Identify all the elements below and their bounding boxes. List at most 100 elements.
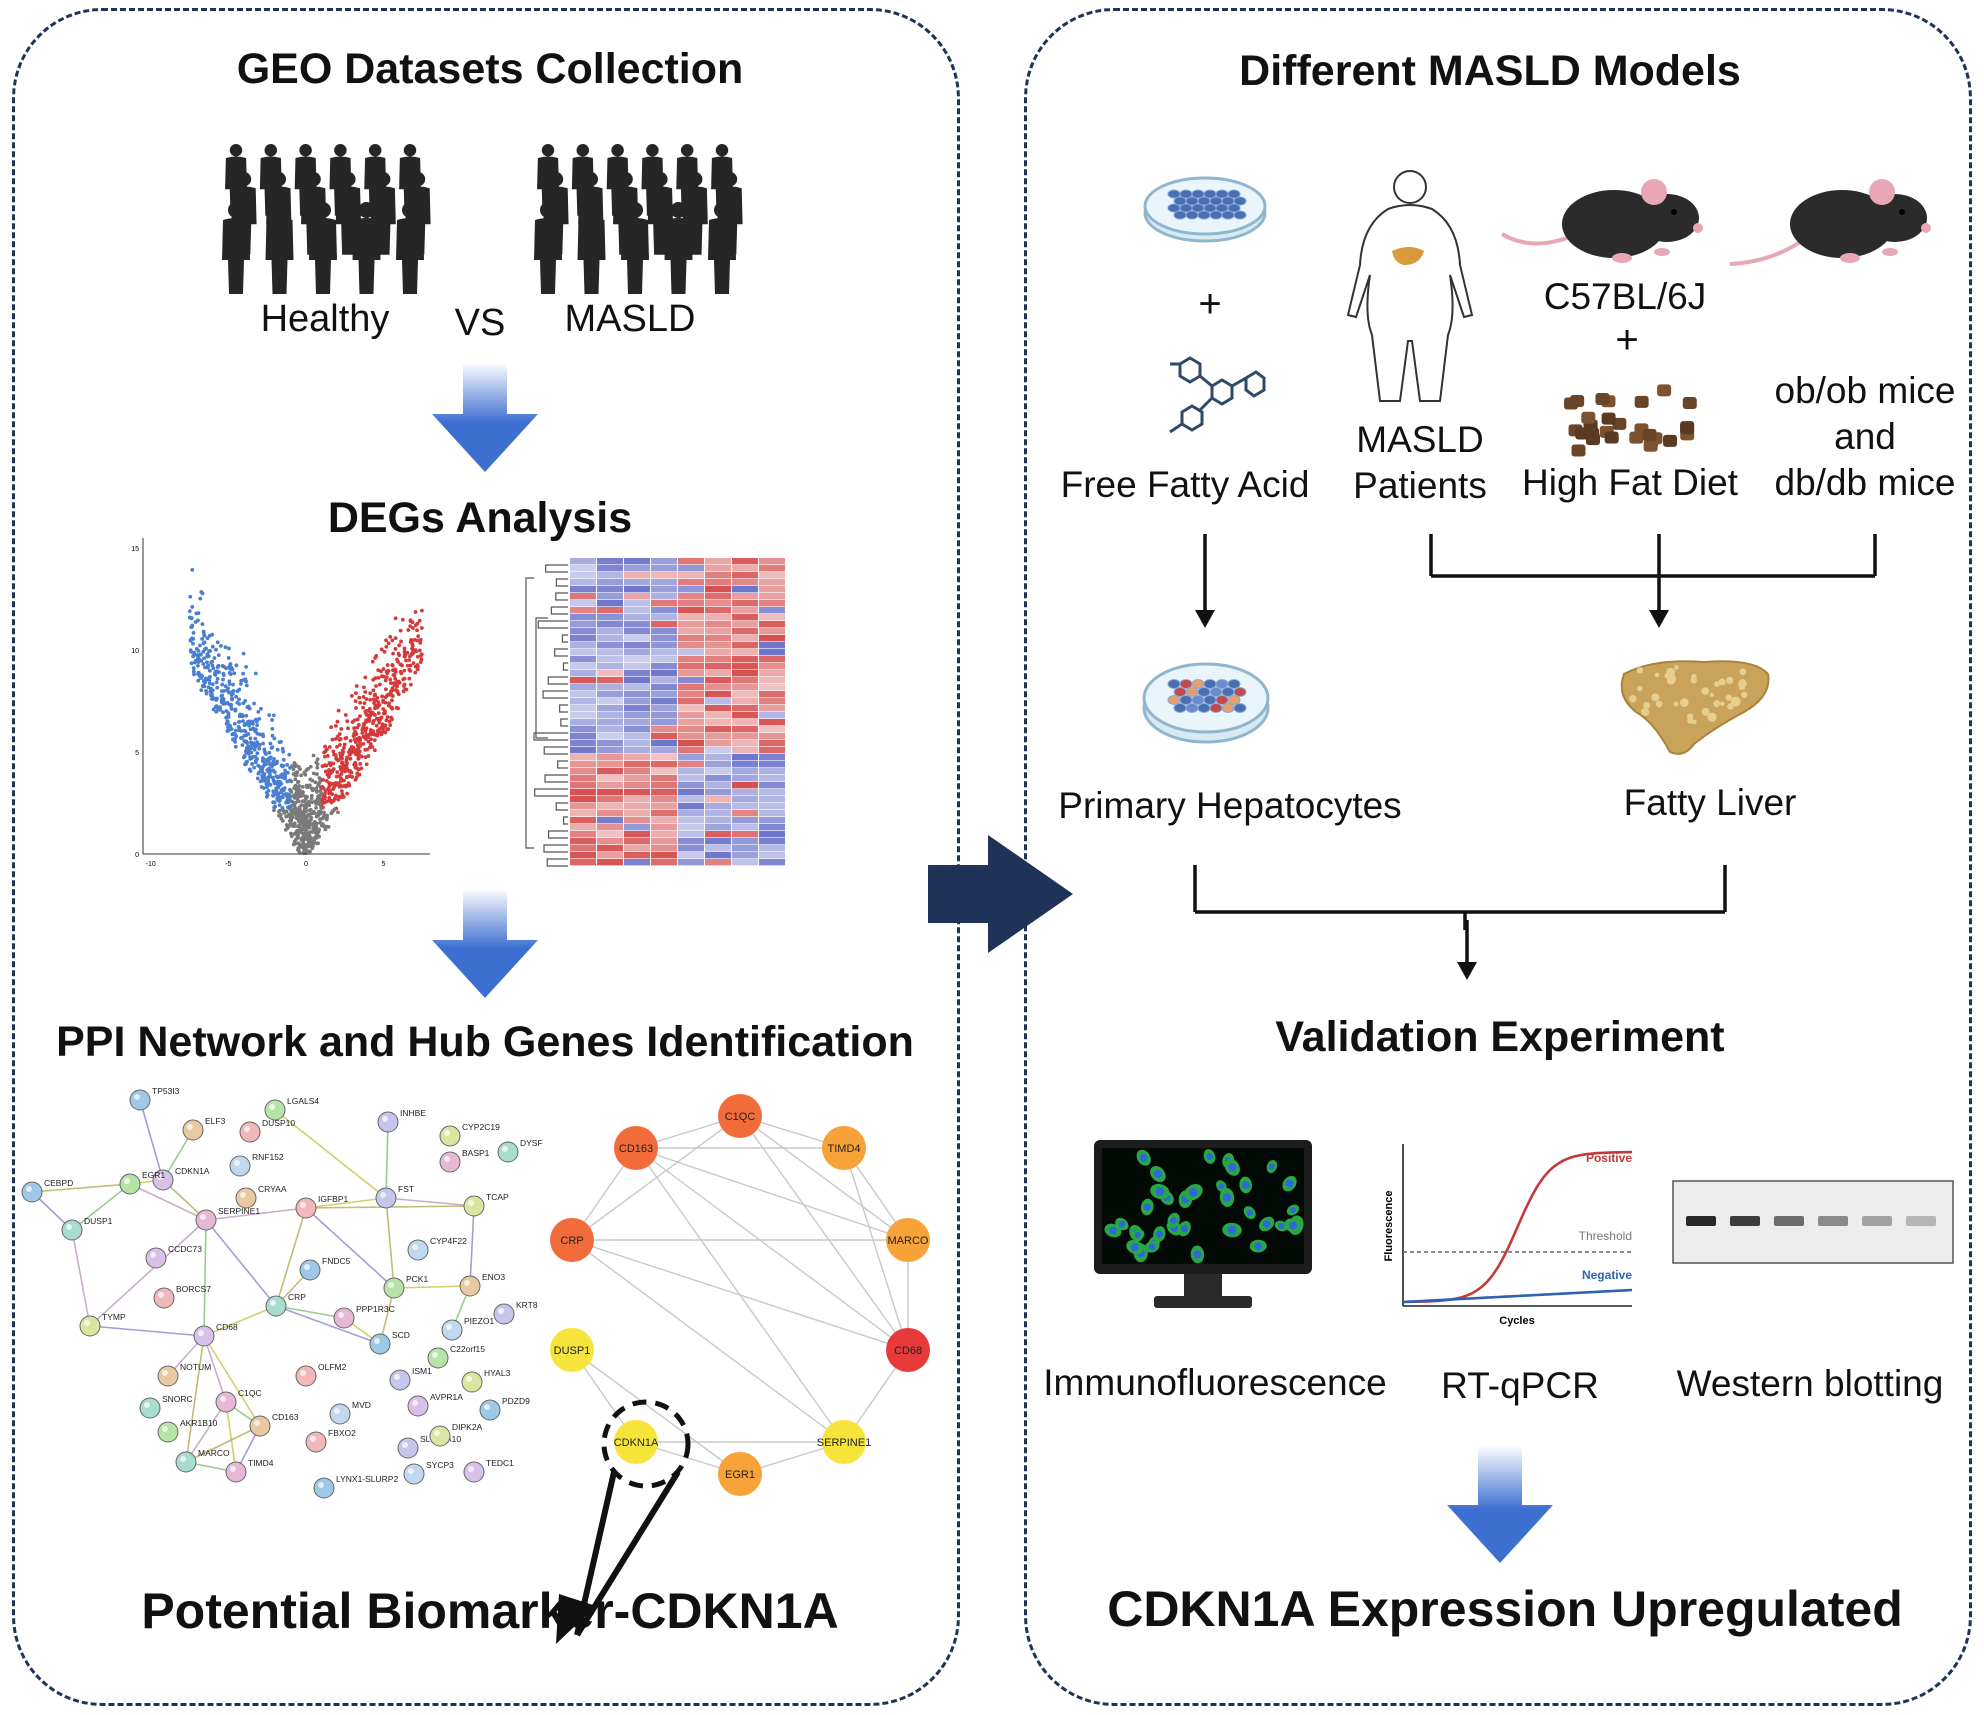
ppi-node: KRT8 [493, 1300, 538, 1325]
hub-gene-label: C1QC [725, 1111, 756, 1123]
hub-gene-node: CDKN1A [614, 1420, 659, 1464]
ppi-node-label: LYNX1-SLURP2 [336, 1474, 398, 1484]
ppi-node: CYP4F22 [407, 1236, 467, 1261]
western-blot-icon [1672, 1180, 1954, 1264]
hub-gene-label: CD163 [619, 1143, 653, 1155]
ppi-node: BORCS7 [153, 1284, 211, 1309]
ppi-node: ENO3 [459, 1272, 505, 1297]
ppi-node-label: CD163 [272, 1412, 299, 1422]
ppi-node-label: CRYAA [258, 1184, 287, 1194]
healthy-label: Healthy [260, 298, 390, 340]
hub-gene-label: CDKN1A [614, 1437, 659, 1449]
hub-gene-label: CRP [560, 1235, 583, 1247]
ppi-node-label: AVPR1A [430, 1392, 463, 1402]
monitor-immunofluorescence-icon [1094, 1140, 1312, 1308]
degs-title: DEGs Analysis [327, 494, 633, 542]
ppi-node-label: FBXO2 [328, 1428, 356, 1438]
ppi-node-label: DUSP1 [84, 1216, 113, 1226]
qpcr-ylabel: Fluorescence [1383, 1191, 1395, 1262]
ppi-node: SNORC [139, 1394, 193, 1419]
hub-gene-label: TIMD4 [828, 1143, 861, 1155]
wb-band [1686, 1216, 1716, 1226]
petri-dish-icon [1143, 176, 1267, 243]
ppi-node: CRP [265, 1292, 306, 1317]
ppi-node-label: DYSF [520, 1138, 543, 1148]
ppi-node-label: CRP [288, 1292, 306, 1302]
ppi-node-label: BORCS7 [176, 1284, 211, 1294]
hub-gene-node: CRP [550, 1218, 594, 1262]
ppi-node: RNF152 [229, 1152, 284, 1177]
hub-gene-label: MARCO [888, 1235, 929, 1247]
ppi-node: SYCP3 [403, 1460, 454, 1485]
left-panel [12, 8, 960, 1706]
ppi-node-label: SCD [392, 1330, 410, 1340]
geo-title: GEO Datasets Collection [236, 45, 744, 93]
ppi-node-label: ENO3 [482, 1272, 505, 1282]
ppi-node-label: TEDC1 [486, 1458, 514, 1468]
ppi-node-label: TIMD4 [248, 1458, 274, 1468]
rtqpcr-label: RT-qPCR [1441, 1365, 1599, 1406]
ppi-node: PPP1R3C [333, 1304, 395, 1329]
ppi-node: DYSF [497, 1138, 543, 1163]
ppi-node-label: DUSP10 [262, 1118, 295, 1128]
ppi-node-label: CCDC73 [168, 1244, 202, 1254]
ppi-title: PPI Network and Hub Genes Identification [56, 1018, 914, 1066]
ppi-node: TCAP [463, 1192, 509, 1217]
result-title: CDKN1A Expression Upregulated [1107, 1581, 1903, 1637]
hub-gene-label: EGR1 [725, 1469, 755, 1481]
ppi-node: EGR1 [119, 1170, 165, 1195]
ppi-node: C1QC [215, 1388, 262, 1413]
ppi-node-label: TCAP [486, 1192, 509, 1202]
center-right-arrow-icon [928, 835, 1073, 953]
ppi-node-label: INHBE [400, 1108, 426, 1118]
ppi-node: CD68 [193, 1322, 238, 1347]
ppi-node-label: LGALS4 [287, 1096, 319, 1106]
ppi-node: DUSP1 [61, 1216, 113, 1241]
ppi-node-label: TYMP [102, 1312, 126, 1322]
masld-label: MASLD [564, 298, 696, 340]
ppi-node-label: C22orf15 [450, 1344, 485, 1354]
validation-arrow-icon [1457, 920, 1477, 980]
ppi-node: C22orf15 [427, 1344, 485, 1369]
ffa-label: Free Fatty Acid [1060, 464, 1310, 505]
masld-patients-line2: Patients [1353, 465, 1487, 506]
ppi-node: DIPK2A [429, 1422, 483, 1447]
ppi-node: MARCO [175, 1448, 230, 1473]
fatty-liver-label: Fatty Liver [1623, 782, 1797, 823]
hub-gene-label: DUSP1 [554, 1345, 591, 1357]
ppi-node-label: SERPINE1 [218, 1206, 260, 1216]
hub-gene-node: C1QC [718, 1094, 762, 1138]
ppi-node-label: DIPK2A [452, 1422, 483, 1432]
wb-band [1862, 1216, 1892, 1226]
hub-gene-node: SERPINE1 [817, 1420, 871, 1464]
ppi-node: PDZD9 [479, 1396, 530, 1421]
ppi-node-label: TP53I3 [152, 1086, 180, 1096]
ppi-node: SCD [369, 1330, 410, 1355]
ppi-node: AVPR1A [407, 1392, 463, 1417]
healthy-crowd-icon [222, 144, 431, 294]
ppi-node: CRYAA [235, 1184, 287, 1209]
ppi-node: HYAL3 [461, 1368, 511, 1393]
ppi-node-label: PIEZO1 [464, 1316, 495, 1326]
ppi-node-label: ISM1 [412, 1366, 432, 1376]
models-title: Different MASLD Models [1239, 47, 1741, 95]
volcano-y-tick: 15 [131, 546, 139, 553]
obob-label-line3: db/db mice [1774, 462, 1956, 503]
volcano-x-tick: 5 [382, 861, 386, 868]
mouse-icon [1500, 179, 1703, 263]
ppi-node-label: CD68 [216, 1322, 238, 1332]
wb-band [1730, 1216, 1760, 1226]
ppi-node-label: CEBPD [44, 1178, 73, 1188]
pointer-arrowhead-icon [556, 1594, 596, 1644]
ppi-node-label: KRT8 [516, 1300, 538, 1310]
ppi-node-label: MVD [352, 1400, 371, 1410]
plus-sign-1: + [1198, 282, 1222, 326]
ppi-node: ISM1 [389, 1366, 432, 1391]
hub-gene-node: TIMD4 [822, 1126, 866, 1170]
ppi-node: CDKN1A [152, 1166, 210, 1191]
ppi-node-label: NOTUM [180, 1362, 211, 1372]
ppi-node-label: CYP4F22 [430, 1236, 467, 1246]
wb-label: Western blotting [1676, 1363, 1944, 1404]
